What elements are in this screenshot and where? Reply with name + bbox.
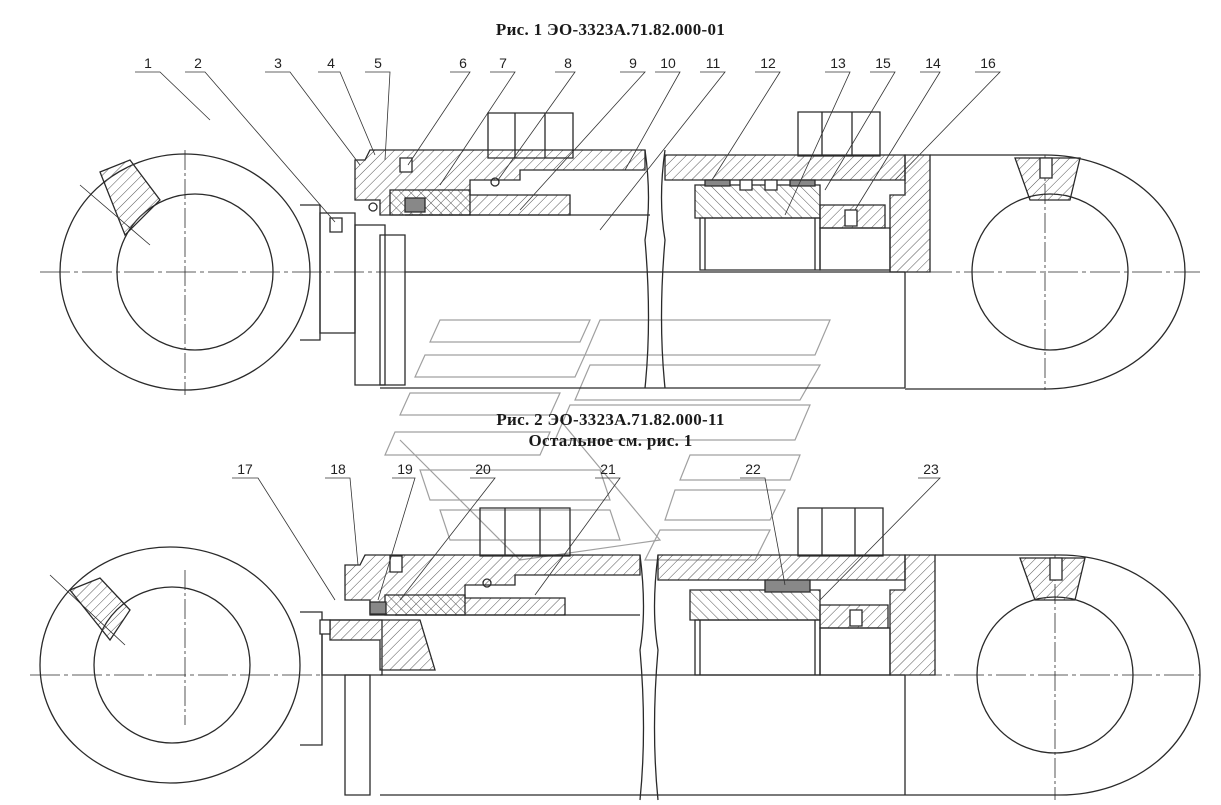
figure-1-leaders	[135, 72, 1000, 230]
callout-7: 7	[499, 55, 507, 71]
callout-16: 16	[980, 55, 996, 71]
callout-10: 10	[660, 55, 676, 71]
callout-12: 12	[760, 55, 776, 71]
callout-23: 23	[923, 461, 939, 477]
callout-20: 20	[475, 461, 491, 477]
callout-5: 5	[374, 55, 382, 71]
figure-2-drawing	[30, 508, 1200, 800]
callout-3: 3	[274, 55, 282, 71]
figure-1-drawing	[40, 112, 1200, 395]
callout-22: 22	[745, 461, 761, 477]
callout-4: 4	[327, 55, 335, 71]
callout-9: 9	[629, 55, 637, 71]
figure-1-title: Рис. 1 ЭО-3323А.71.82.000-01	[495, 20, 726, 39]
figure-2-subtitle: Остальное см. рис. 1	[528, 431, 693, 450]
callout-1: 1	[144, 55, 152, 71]
callout-13: 13	[830, 55, 846, 71]
callout-2: 2	[194, 55, 202, 71]
figure-2-title: Рис. 2 ЭО-3323А.71.82.000-11	[496, 410, 725, 429]
callout-8: 8	[564, 55, 572, 71]
callout-14: 14	[925, 55, 941, 71]
watermark-logo	[385, 320, 830, 560]
callout-19: 19	[397, 461, 413, 477]
callout-17: 17	[237, 461, 253, 477]
callout-6: 6	[459, 55, 467, 71]
callout-15: 15	[875, 55, 891, 71]
callout-11: 11	[705, 55, 721, 71]
figure-2-leaders	[232, 478, 940, 600]
callout-21: 21	[600, 461, 616, 477]
callout-18: 18	[330, 461, 346, 477]
